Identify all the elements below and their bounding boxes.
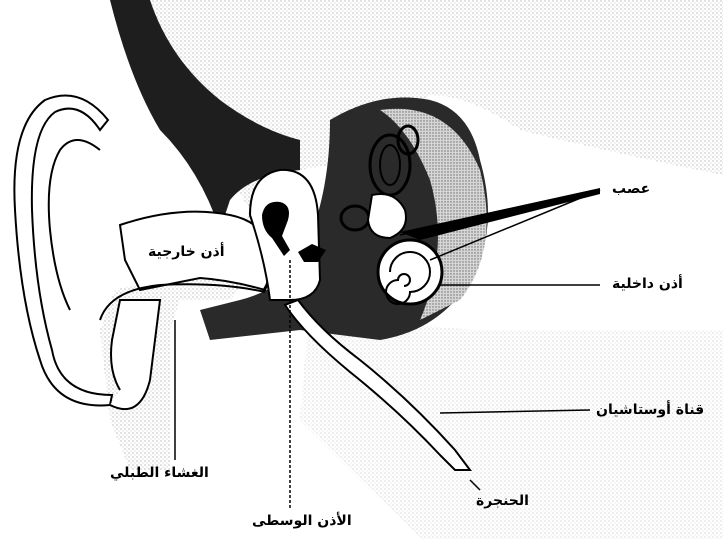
label-outer-ear: أذن خارجية: [148, 244, 225, 260]
label-larynx: الحنجرة: [476, 493, 529, 509]
label-nerve: عصب: [612, 181, 650, 197]
label-middle-ear: الأذن الوسطى: [252, 513, 352, 529]
label-eardrum: الغشاء الطبلي: [110, 465, 209, 481]
cochlea: [378, 240, 442, 304]
pinna-outline: [14, 96, 112, 406]
label-eustachian-tube: قناة أوستاشيان: [596, 402, 704, 418]
pinna-fold: [49, 140, 100, 310]
label-inner-ear: أذن داخلية: [612, 276, 683, 292]
